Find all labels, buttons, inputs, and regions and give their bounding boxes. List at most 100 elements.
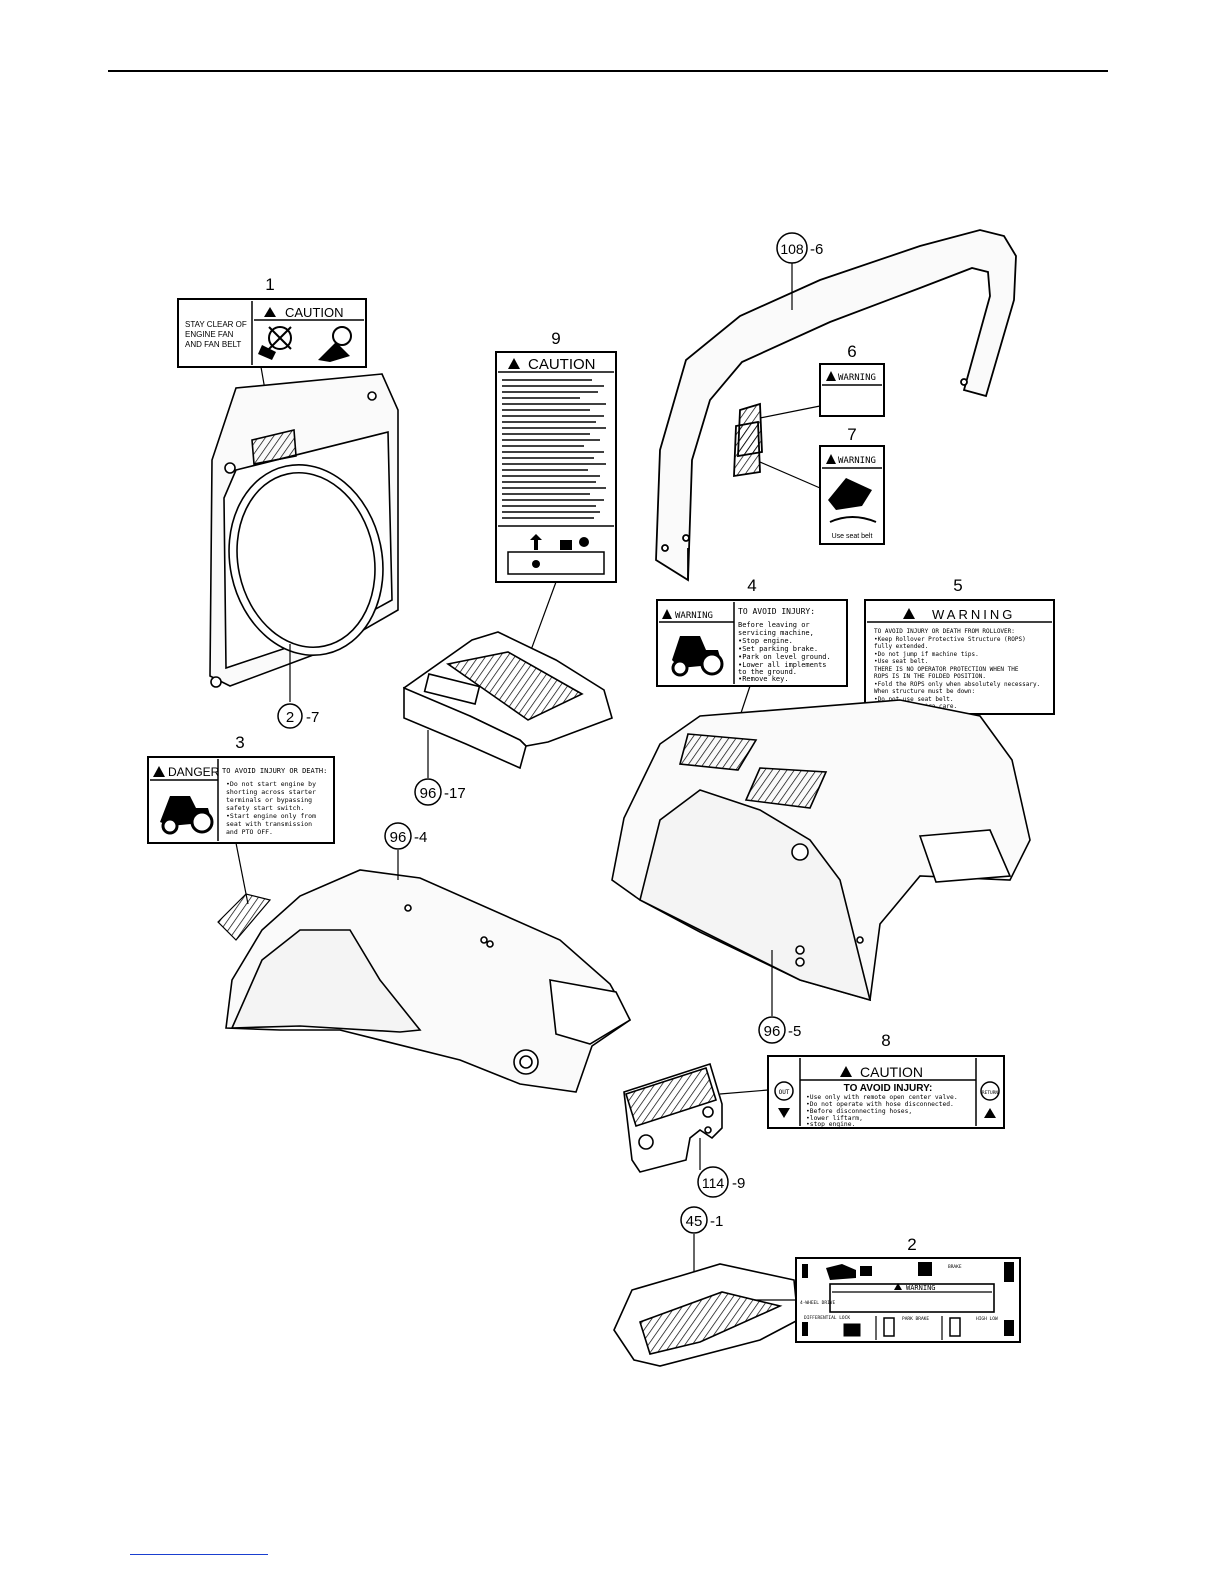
tractor-pictogram [671, 636, 724, 677]
svg-text:WARNING: WARNING [838, 373, 876, 383]
svg-text:Before leaving or: Before leaving or [738, 621, 810, 629]
svg-text:shorting across starter: shorting across starter [226, 788, 316, 796]
out-port-icon: OUT [774, 1081, 794, 1118]
svg-text:WARNING: WARNING [932, 607, 1015, 622]
svg-text:ENGINE FAN: ENGINE FAN [185, 330, 234, 339]
svg-text:-6: -6 [810, 241, 823, 258]
ref-96-4: 96 -4 [384, 822, 427, 850]
decal-7: 7 WARNING Use seat belt [819, 425, 885, 545]
svg-text:96: 96 [764, 1023, 781, 1040]
svg-text:-1: -1 [710, 1213, 723, 1230]
callout-7: 7 [847, 425, 856, 444]
svg-text:TO AVOID INJURY OR DEATH:: TO AVOID INJURY OR DEATH: [222, 767, 327, 775]
decal-9-text-lines [502, 379, 606, 519]
svg-text:•lower liftarm,: •lower liftarm, [806, 1115, 863, 1122]
svg-text:•Do not use seat belt.: •Do not use seat belt. [874, 696, 953, 703]
ref-96-5: 96 -5 [758, 1016, 801, 1044]
svg-text:•Park on level ground.: •Park on level ground. [738, 653, 831, 661]
decal-5: 5 WARNING TO AVOID INJURY OR DEATH FROM … [864, 576, 1055, 715]
svg-text:CAUTION: CAUTION [860, 1064, 923, 1080]
panel-96-17 [402, 631, 613, 770]
ref-96-17: 96 -17 [414, 778, 466, 806]
svg-text:TO AVOID INJURY:: TO AVOID INJURY: [738, 607, 815, 616]
svg-text:-9: -9 [732, 1175, 745, 1192]
fan-shroud [209, 373, 399, 688]
svg-text:•Keep Rollover Protective Stru: •Keep Rollover Protective Structure (ROP… [874, 636, 1026, 643]
callout-8: 8 [881, 1031, 890, 1050]
danger-triangle-icon [153, 766, 165, 777]
decal-9-pictograms [507, 534, 605, 575]
svg-text:ROPS IS IN THE FOLDED POSITION: ROPS IS IN THE FOLDED POSITION. [874, 673, 986, 680]
svg-text:114: 114 [702, 1175, 725, 1191]
callout-9: 9 [551, 329, 560, 348]
callout-3: 3 [235, 733, 244, 752]
rops-frame [655, 229, 1017, 582]
svg-text:108: 108 [780, 241, 804, 257]
caution-triangle-icon [508, 358, 520, 369]
svg-text:•Start engine only from: •Start engine only from [226, 812, 316, 820]
svg-text:•Lower all implements: •Lower all implements [738, 661, 827, 669]
decal-3: 3 DANGER TO AVOID INJURY OR DEATH: •Do n… [147, 733, 335, 844]
svg-text:-17: -17 [444, 785, 466, 802]
svg-text:•Do not start engine by: •Do not start engine by [226, 780, 316, 788]
svg-text:2: 2 [286, 709, 294, 726]
svg-text:TO AVOID INJURY:: TO AVOID INJURY: [844, 1083, 933, 1094]
svg-text:-7: -7 [306, 709, 319, 726]
svg-text:DANGER: DANGER [168, 765, 220, 779]
svg-text:•Use seat belt.: •Use seat belt. [874, 658, 928, 665]
svg-text:Use seat belt: Use seat belt [832, 533, 873, 540]
svg-text:•Do not jump if machine tips.: •Do not jump if machine tips. [874, 651, 979, 658]
caution-triangle-icon [264, 307, 276, 317]
svg-text:THERE IS NO OPERATOR PROTECTIO: THERE IS NO OPERATOR PROTECTION WHEN THE [874, 666, 1019, 673]
svg-text:PARK BRAKE: PARK BRAKE [902, 1316, 929, 1322]
bracket-114-9 [623, 1062, 723, 1173]
callout-4: 4 [747, 576, 756, 595]
svg-text:-5: -5 [788, 1023, 801, 1040]
caution-triangle-icon [840, 1066, 852, 1077]
svg-text:•Stop engine.: •Stop engine. [738, 637, 793, 645]
fender-right [611, 699, 1031, 1002]
svg-text:45: 45 [686, 1213, 703, 1230]
svg-text:WARNING: WARNING [838, 456, 876, 466]
svg-text:OUT: OUT [779, 1089, 790, 1096]
decal-2: 2 WARNING BRAKE 4-WHEEL DRIVE DIFFERENTI… [795, 1235, 1021, 1343]
svg-text:servicing machine,: servicing machine, [738, 629, 814, 637]
svg-text:BRAKE: BRAKE [948, 1264, 962, 1270]
svg-text:CAUTION: CAUTION [285, 305, 344, 320]
callout-1: 1 [265, 275, 274, 294]
decal-1: 1 CAUTION STAY CLEAR OF ENGINE FAN AND F… [177, 275, 367, 368]
fender-left [225, 869, 632, 1093]
decal-4: 4 WARNING TO AVOID INJURY: Before leavin… [656, 576, 848, 687]
svg-text:•Do not operate with hose disc: •Do not operate with hose disconnected. [806, 1101, 954, 1108]
svg-text:WARNING: WARNING [906, 1284, 936, 1292]
warning-triangle-icon [894, 1283, 902, 1290]
callout-6: 6 [847, 342, 856, 361]
warning-triangle-icon [826, 371, 836, 381]
svg-text:seat with transmission: seat with transmission [226, 820, 312, 828]
svg-text:DIFFERENTIAL LOCK: DIFFERENTIAL LOCK [804, 1315, 850, 1321]
warning-triangle-icon [903, 608, 915, 619]
svg-text:WARNING: WARNING [675, 611, 713, 621]
ref-45-1: 45 -1 [680, 1206, 723, 1234]
svg-text:STAY CLEAR OF: STAY CLEAR OF [185, 320, 247, 329]
decal-9: 9 CAUTION [495, 329, 617, 583]
panel-45-1 [613, 1263, 799, 1367]
footer-link-rule[interactable] [130, 1554, 268, 1555]
svg-text:•stop engine.: •stop engine. [806, 1121, 855, 1128]
svg-text:96: 96 [390, 829, 407, 846]
ref-114-9: 114 -9 [697, 1166, 745, 1198]
fan-hazard-icon [258, 326, 292, 360]
svg-text:•Remove key.: •Remove key. [738, 675, 789, 683]
decal-3-placement [217, 893, 272, 941]
svg-text:fully extended.: fully extended. [874, 643, 928, 650]
svg-text:HIGH LOW: HIGH LOW [976, 1316, 998, 1322]
svg-text:TO AVOID INJURY OR DEATH FROM: TO AVOID INJURY OR DEATH FROM ROLLOVER: [874, 628, 1015, 635]
ref-108-6: 108 -6 [776, 232, 823, 264]
svg-text:to the ground.: to the ground. [738, 668, 797, 676]
ref-2-7: 2 -7 [277, 703, 319, 729]
svg-text:RETURN: RETURN [982, 1090, 999, 1096]
svg-text:When structure must be down:: When structure must be down: [874, 688, 975, 695]
callout-5: 5 [953, 576, 962, 595]
return-port-icon: RETURN [980, 1081, 1000, 1118]
svg-text:AND FAN BELT: AND FAN BELT [185, 340, 241, 349]
